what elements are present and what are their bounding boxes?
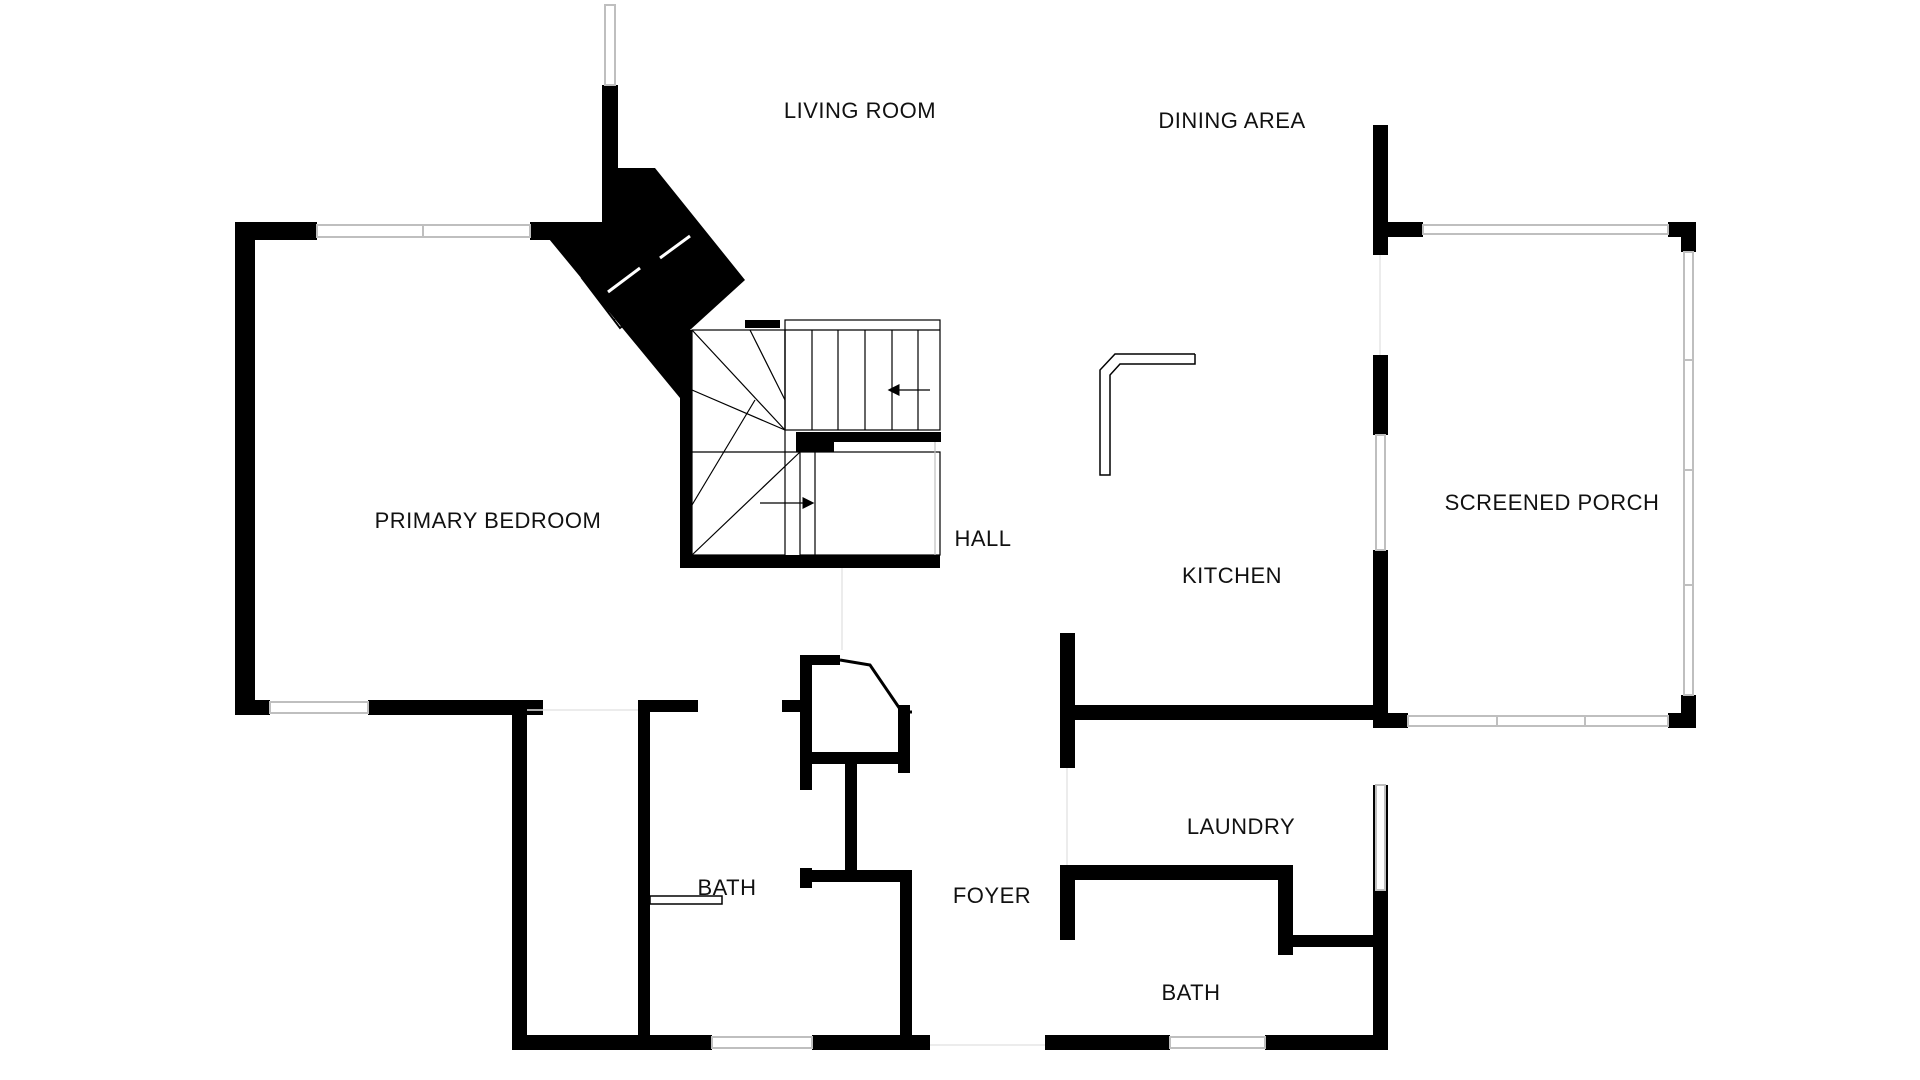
window: [1375, 784, 1386, 891]
window: [1683, 251, 1694, 696]
wall: [235, 700, 270, 715]
windows: [269, 4, 1694, 1049]
room-label-foyer: FOYER: [953, 883, 1031, 908]
wall: [796, 432, 834, 452]
closet-angle-wall: [839, 658, 912, 714]
wall: [812, 1035, 930, 1050]
window: [1169, 1036, 1266, 1049]
kitchen-counter: [1099, 353, 1196, 476]
fireplace: [580, 218, 707, 330]
staircase: [691, 319, 941, 556]
wall: [800, 655, 812, 790]
wall: [1060, 865, 1290, 880]
wall: [745, 320, 780, 328]
wall: [1373, 355, 1388, 435]
wall: [1060, 705, 1388, 720]
room-label-laundry: LAUNDRY: [1187, 814, 1295, 839]
window: [1375, 434, 1386, 551]
wall: [1060, 633, 1075, 768]
wall: [900, 870, 912, 1050]
room-label-kitchen: KITCHEN: [1182, 563, 1282, 588]
wall: [1373, 222, 1423, 237]
room-label-screened-porch: SCREENED PORCH: [1445, 490, 1660, 515]
window: [604, 4, 616, 86]
wall: [800, 655, 840, 665]
window: [711, 1036, 813, 1049]
wall: [512, 1035, 712, 1050]
window: [1422, 224, 1669, 235]
wall: [1668, 713, 1696, 728]
wall: [680, 330, 692, 568]
wall: [1373, 550, 1388, 725]
fireplace-hearth: [633, 218, 707, 292]
room-label-bath-left: BATH: [697, 875, 756, 900]
wall: [796, 432, 941, 442]
room-labels: LIVING ROOM DINING AREA PRIMARY BEDROOM …: [375, 98, 1660, 1005]
wall: [638, 700, 698, 712]
wall: [800, 752, 910, 764]
wall: [1045, 1035, 1170, 1050]
wall: [800, 870, 910, 882]
wall: [1060, 865, 1075, 940]
window: [269, 701, 369, 714]
room-label-hall: HALL: [954, 526, 1011, 551]
wall: [1681, 222, 1696, 252]
room-label-dining-area: DINING AREA: [1158, 108, 1305, 133]
fireplace-hearth: [580, 248, 657, 330]
wall: [898, 705, 910, 773]
wall: [1265, 1035, 1388, 1050]
room-label-primary-bedroom: PRIMARY BEDROOM: [375, 508, 602, 533]
openings: [527, 255, 1381, 1046]
room-label-bath-right: BATH: [1161, 980, 1220, 1005]
wall: [845, 762, 857, 874]
wall: [1278, 865, 1293, 955]
wall: [368, 700, 543, 715]
room-label-living-room: LIVING ROOM: [784, 98, 936, 123]
wall: [1278, 935, 1388, 947]
wall: [512, 700, 527, 1050]
window: [1407, 715, 1669, 727]
wall: [680, 555, 940, 568]
wall: [638, 700, 650, 1050]
towel-bar: [649, 895, 723, 905]
wall: [235, 222, 317, 240]
wall: [235, 222, 255, 715]
